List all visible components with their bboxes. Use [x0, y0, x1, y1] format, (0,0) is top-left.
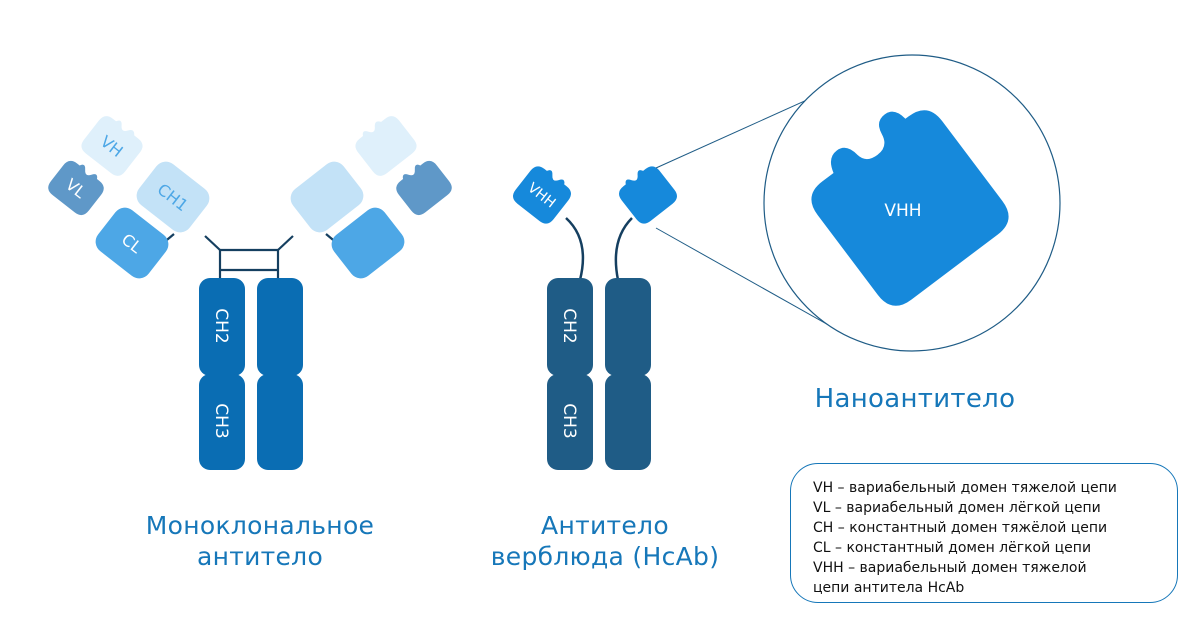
- left-vl-domain: VL: [48, 160, 104, 216]
- caption-monoclonal: Моноклональное антитело: [110, 510, 410, 572]
- left-vh-domain: VH: [81, 116, 143, 176]
- nanobody-zoom: VHH: [655, 54, 1061, 352]
- mono-fc-right: [257, 278, 303, 470]
- legend-box: VH – вариабельный домен тяжелой цепи VL …: [790, 463, 1178, 603]
- left-ch1-domain: CH1: [136, 161, 210, 233]
- mono-ch3-label: CH3: [211, 403, 231, 438]
- camel-fc-left: CH2 CH3: [547, 278, 593, 470]
- caption-camel-line2: верблюда (HcAb): [490, 542, 720, 571]
- legend-line-vl: VL – вариабельный домен лёгкой цепи: [813, 500, 1101, 516]
- left-cl-domain: CL: [95, 207, 169, 279]
- legend-line-ch: CH – константный домен тяжёлой цепи: [813, 520, 1108, 536]
- camel-left-vhh-domain: VHH: [513, 166, 571, 224]
- mono-fc-left: CH2 CH3: [199, 278, 245, 470]
- right-vh-domain: [355, 116, 417, 176]
- legend-line-cl: CL – константный домен лёгкой цепи: [813, 540, 1092, 556]
- camel-linkers: [565, 217, 633, 281]
- legend-line-vh: VH – вариабельный домен тяжелой цепи: [813, 480, 1117, 496]
- camel-ch3-label: CH3: [559, 403, 579, 438]
- camel-ch2-label: CH2: [559, 308, 579, 343]
- caption-monoclonal-line2: антитело: [196, 542, 324, 571]
- caption-nanobody: Наноантитело: [814, 384, 1016, 414]
- legend-line-vhh: VHH – вариабельный домен тяжелой: [813, 560, 1087, 576]
- camel-antibody: VHH CH2 CH3: [513, 166, 677, 470]
- right-ch1-domain: [290, 161, 364, 233]
- right-vl-domain: [396, 160, 452, 216]
- caption-camel-line1: Антитело: [541, 511, 669, 540]
- camel-right-vhh-domain: [619, 166, 677, 224]
- hinge-linkers: [161, 233, 339, 280]
- nanobody-vhh-domain: [811, 110, 1009, 306]
- legend-line-vhh-cont: цепи антитела HcAb: [813, 580, 965, 596]
- nanobody-vhh-label: VHH: [884, 201, 921, 221]
- caption-camel: Антитело верблюда (HcAb): [455, 510, 755, 572]
- mono-ch2-label: CH2: [211, 308, 231, 343]
- camel-fc-right: [605, 278, 651, 470]
- right-cl-domain: [331, 207, 405, 279]
- zoom-line-bottom: [655, 227, 849, 337]
- caption-monoclonal-line1: Моноклональное: [145, 511, 375, 540]
- monoclonal-antibody: VH CH1 VL CL: [48, 116, 452, 470]
